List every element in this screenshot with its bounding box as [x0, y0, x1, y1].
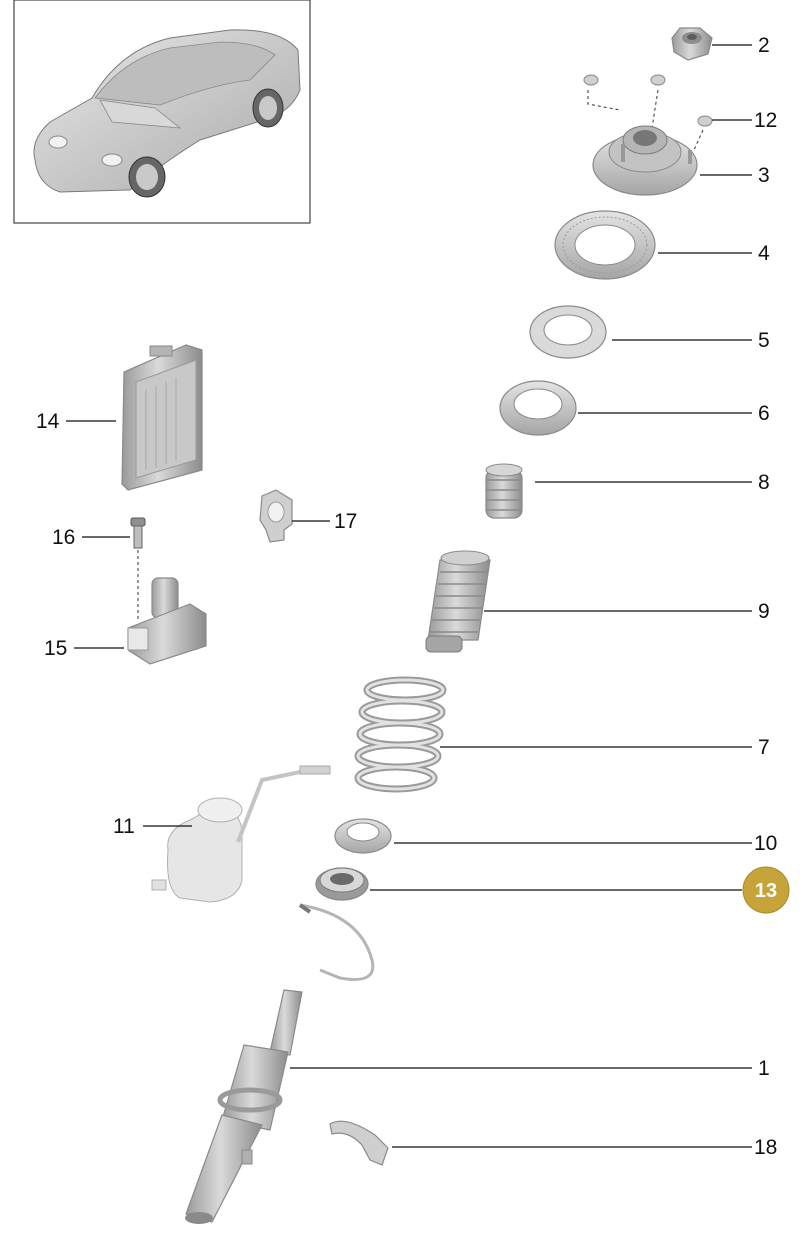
callout-13-highlight[interactable]: 13: [742, 866, 790, 914]
part-shock-absorber[interactable]: [185, 903, 375, 1224]
part-cover[interactable]: [151, 765, 331, 903]
callout-11[interactable]: 11: [113, 815, 135, 838]
part-bracket[interactable]: [259, 489, 293, 543]
callout-13[interactable]: 13: [755, 880, 777, 902]
part-bump-stop[interactable]: [485, 463, 523, 519]
callout-labels: 2 12 3 4 5 6 8 9 7 10 1 18 14 16 15 17 1…: [36, 34, 777, 1159]
callout-1[interactable]: 1: [758, 1057, 770, 1080]
callout-14[interactable]: 14: [36, 410, 60, 433]
part-bolt[interactable]: [130, 517, 146, 620]
callout-5[interactable]: 5: [758, 329, 770, 352]
part-small-nuts[interactable]: [583, 74, 713, 151]
callout-12[interactable]: 12: [754, 109, 777, 132]
vehicle-thumbnail: [13, 0, 311, 224]
callout-2[interactable]: 2: [758, 34, 770, 57]
part-washer[interactable]: [529, 305, 607, 359]
part-support-bearing[interactable]: [554, 210, 656, 280]
callout-15[interactable]: 15: [44, 637, 67, 660]
part-coil-spring[interactable]: [354, 676, 447, 793]
callout-17[interactable]: 17: [334, 510, 357, 533]
part-spring-seat-upper[interactable]: [499, 380, 577, 436]
callout-7[interactable]: 7: [758, 736, 770, 759]
part-sensor[interactable]: [127, 577, 207, 665]
callout-18[interactable]: 18: [754, 1136, 777, 1159]
callout-8[interactable]: 8: [758, 471, 770, 494]
callout-10[interactable]: 10: [754, 832, 777, 855]
leader-lines: [66, 44, 752, 1148]
callout-9[interactable]: 9: [758, 600, 770, 623]
callout-6[interactable]: 6: [758, 402, 770, 425]
part-strut-mount[interactable]: [592, 125, 698, 196]
part-control-unit[interactable]: [121, 344, 203, 491]
callout-4[interactable]: 4: [758, 242, 770, 265]
part-protective-boot[interactable]: [425, 550, 491, 653]
part-nut[interactable]: [671, 27, 713, 61]
car-illustration: [33, 29, 301, 198]
part-adjusting-ring[interactable]: [315, 867, 369, 901]
part-retaining-clip[interactable]: [329, 1120, 389, 1166]
callout-3[interactable]: 3: [758, 164, 770, 187]
callout-16[interactable]: 16: [52, 526, 75, 549]
part-spring-seat-lower[interactable]: [334, 818, 392, 854]
